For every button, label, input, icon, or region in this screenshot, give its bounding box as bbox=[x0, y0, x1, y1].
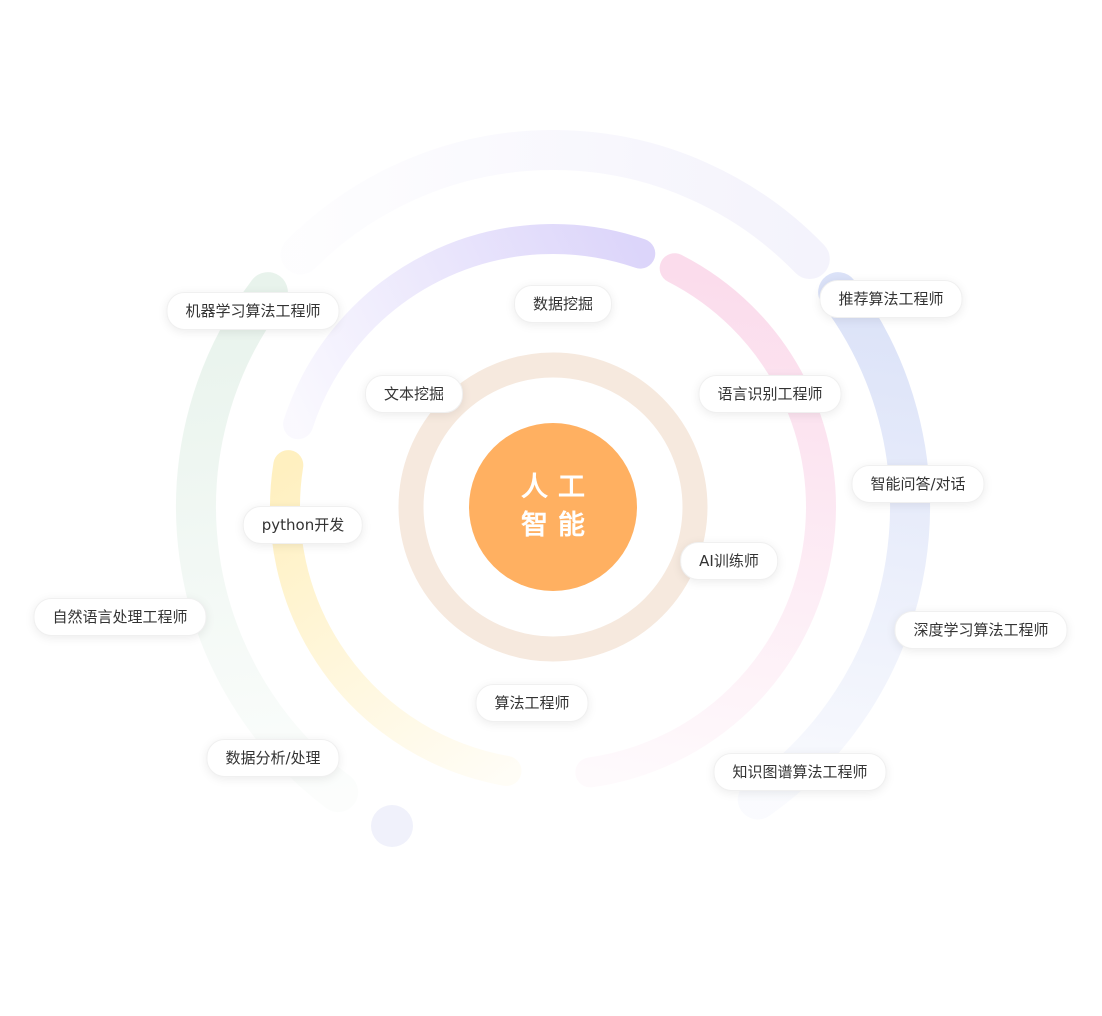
label-dl-engineer[interactable]: 深度学习算法工程师 bbox=[894, 611, 1068, 649]
label-text-mining[interactable]: 文本挖掘 bbox=[364, 375, 464, 413]
arc-blue bbox=[737, 272, 930, 820]
arc-faint-top bbox=[280, 130, 830, 280]
center-circle: 人工 智能 bbox=[469, 423, 637, 591]
center-title-line2: 智能 bbox=[521, 510, 595, 541]
label-ml-engineer[interactable]: 机器学习算法工程师 bbox=[166, 292, 340, 330]
label-data-analysis[interactable]: 数据分析/处理 bbox=[206, 739, 340, 777]
label-algo-engineer[interactable]: 算法工程师 bbox=[475, 684, 589, 722]
label-nlp-engineer[interactable]: 自然语言处理工程师 bbox=[33, 598, 207, 636]
label-ai-trainer[interactable]: AI训练师 bbox=[680, 542, 778, 580]
arc-pink bbox=[575, 253, 836, 788]
label-qa-dialog[interactable]: 智能问答/对话 bbox=[851, 465, 985, 503]
label-speech-engineer[interactable]: 语言识别工程师 bbox=[698, 375, 842, 413]
label-data-mining[interactable]: 数据挖掘 bbox=[513, 285, 613, 323]
decorative-dot bbox=[371, 805, 413, 847]
arc-purple bbox=[283, 224, 656, 440]
label-recommend-engineer[interactable]: 推荐算法工程师 bbox=[819, 280, 963, 318]
label-kg-engineer[interactable]: 知识图谱算法工程师 bbox=[713, 753, 887, 791]
inner-ring bbox=[398, 352, 708, 662]
center-title-line1: 人工 bbox=[521, 472, 595, 503]
arc-green bbox=[176, 272, 359, 813]
label-python-dev[interactable]: python开发 bbox=[242, 506, 364, 544]
